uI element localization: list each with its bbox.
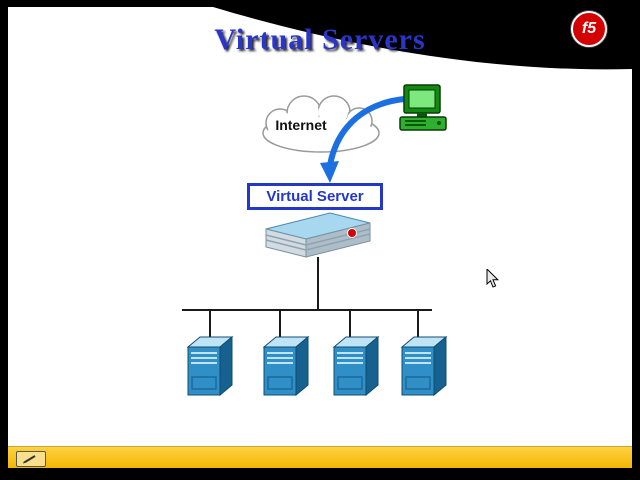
page-title: Virtual Servers	[214, 23, 426, 56]
pen-icon	[23, 455, 36, 464]
server-icon	[186, 335, 234, 397]
f5-logo-text: f5	[581, 20, 597, 37]
client-computer-icon	[399, 84, 447, 131]
virtual-server-label: Virtual Server	[266, 188, 364, 205]
f5-logo: f5	[571, 11, 607, 47]
presentation-slide: Virtual Servers f5 Internet	[8, 7, 632, 468]
mouse-cursor-icon	[486, 269, 500, 288]
server-icon	[332, 335, 380, 397]
appliance-f5-badge	[347, 228, 357, 238]
server-icon	[262, 335, 310, 397]
server-icon	[400, 335, 448, 397]
presenter-toolbar	[8, 446, 632, 468]
annotation-pen-button[interactable]	[16, 451, 46, 467]
corner-swoosh-shape	[213, 7, 632, 70]
virtual-server-box: Virtual Server	[247, 183, 383, 210]
bigip-appliance-icon	[265, 212, 371, 258]
cloud-label: Internet	[275, 117, 327, 133]
